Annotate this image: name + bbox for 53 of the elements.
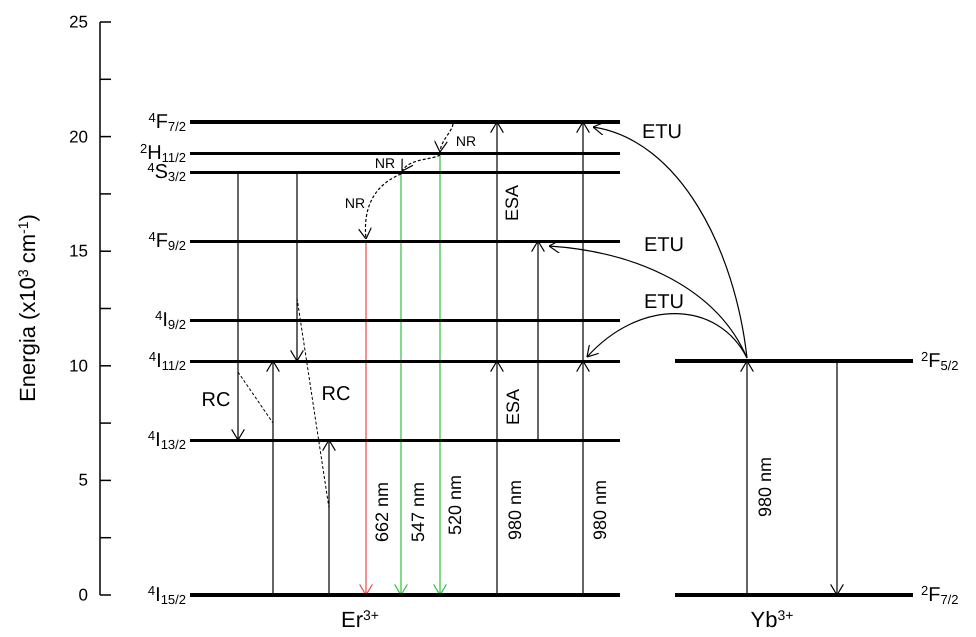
edge-label: 520 nm — [446, 474, 464, 536]
edge-label: ETU — [642, 122, 682, 142]
edge-label: NR — [344, 196, 366, 210]
arrow — [490, 121, 504, 361]
level-label: $^{4}$F$_{7/2}$ — [147, 112, 187, 132]
arrow — [358, 241, 374, 596]
level-label: $^{2}$F$_{5/2}$ — [920, 351, 959, 371]
arrow — [740, 360, 754, 595]
edge-label: NR — [456, 134, 476, 148]
edge-label: 980 nm — [756, 456, 774, 518]
level-label: $^{2}$F$_{7/2}$ — [920, 585, 959, 605]
tick-label: 5 — [78, 472, 88, 489]
edge-label: 980 nm — [506, 480, 524, 540]
arrow — [322, 439, 336, 595]
arrow — [432, 153, 448, 596]
arrow — [576, 360, 590, 595]
arrow — [490, 360, 504, 595]
process-label: RC — [322, 384, 350, 404]
dashed-arrow — [401, 154, 440, 172]
arrow — [576, 121, 590, 361]
edge-label: 980 nm — [591, 480, 609, 540]
level-label: $^{4}$I$_{13/2}$ — [146, 430, 187, 450]
dashed-arrow — [434, 124, 454, 153]
edge-label: ESA — [504, 388, 522, 426]
edge-label: ESA — [503, 184, 521, 222]
dashed-arrow — [358, 173, 402, 240]
level-label: $^{4}$I$_{15/2}$ — [146, 585, 187, 605]
level-label: $^{2}$H$_{11/2}$ — [138, 143, 187, 163]
level-label: $^{4}$S$_{3/2}$ — [146, 162, 187, 182]
edge-label: ETU — [644, 292, 684, 312]
tick-label: 20 — [69, 128, 88, 146]
arrow — [394, 172, 408, 596]
edge-label: NR — [374, 156, 396, 170]
edge-label: 662 nm — [373, 482, 391, 542]
edge-label: 547 nm — [409, 482, 427, 542]
tick-label: 10 — [69, 357, 88, 374]
arrow — [830, 361, 844, 596]
tick-label: 25 — [69, 14, 88, 30]
ion-label: Yb$^{3+}$ — [750, 609, 794, 631]
arrow — [266, 360, 280, 595]
arrow — [290, 172, 304, 362]
edge-label: ETU — [644, 235, 684, 255]
arrow — [530, 240, 546, 440]
level-label: $^{4}$F$_{9/2}$ — [147, 231, 187, 251]
level-label: $^{4}$I$_{11/2}$ — [148, 351, 187, 371]
tick-label: 15 — [69, 242, 88, 260]
tick-label: 0 — [78, 586, 88, 604]
ion-label: Er$^{3+}$ — [341, 609, 379, 631]
arrow — [230, 172, 246, 441]
level-label: $^{4}$I$_{9/2}$ — [154, 310, 187, 330]
process-label: RC — [202, 390, 230, 410]
arrow — [586, 313, 748, 358]
arrow — [592, 122, 748, 358]
